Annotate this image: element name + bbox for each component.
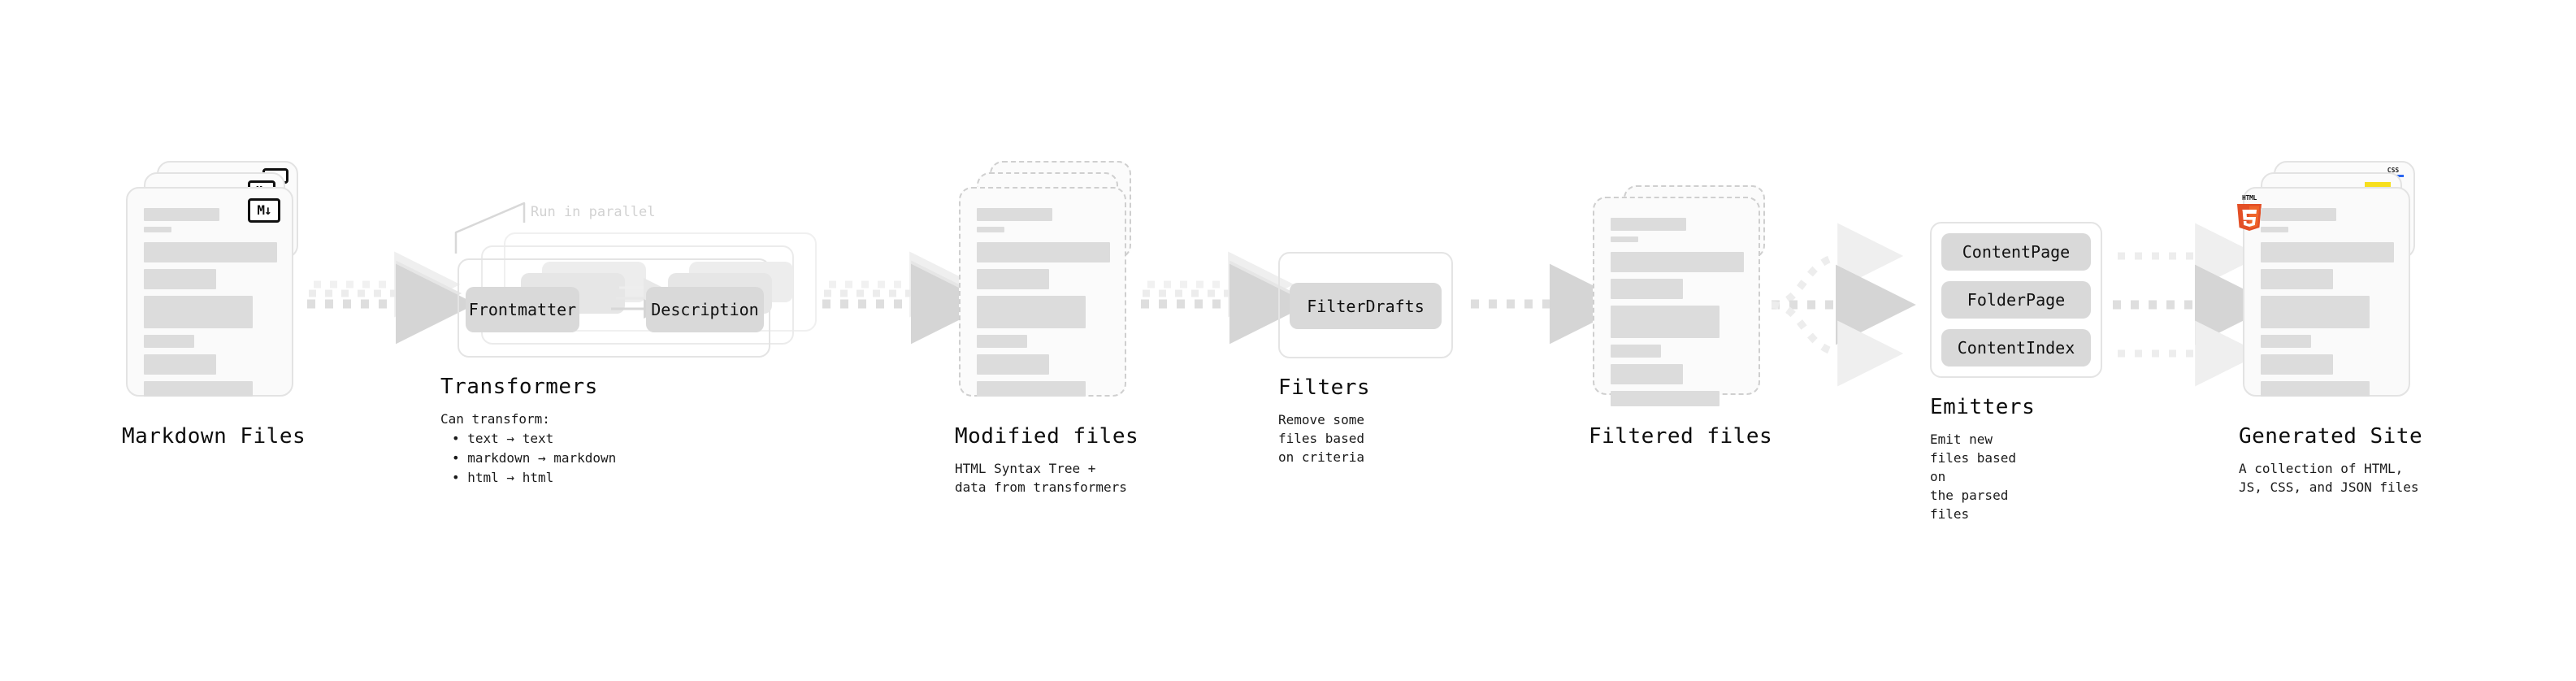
stage-subtitle: Remove some files based on criteria <box>1278 411 1364 465</box>
placeholder-line <box>977 269 1049 289</box>
stage-title: Transformers <box>440 375 598 399</box>
transformer-chip-description[interactable]: Description <box>646 287 764 332</box>
stage-modified-files: Modified files HTML Syntax Tree + data f… <box>955 161 1138 495</box>
placeholder-subheading <box>977 227 1005 232</box>
placeholder-line <box>2261 335 2312 348</box>
markdown-card-stack: M↓ M↓ <box>126 161 298 397</box>
placeholder-heading <box>977 208 1053 221</box>
placeholder-line <box>2261 242 2394 262</box>
html5-icon: HTML <box>2235 195 2264 231</box>
arrow-transformers-to-modified <box>822 251 991 345</box>
generated-caption: Generated Site A collection of HTML, JS,… <box>2239 425 2422 497</box>
arrow-modified-to-filters <box>1141 251 1310 345</box>
placeholder-line <box>977 335 1028 348</box>
placeholder-heading <box>144 208 220 221</box>
stage-title: Generated Site <box>2239 424 2423 449</box>
transformer-chip-frontmatter[interactable]: Frontmatter <box>466 287 579 332</box>
transformers-intro: Can transform: <box>440 410 550 427</box>
placeholder-line <box>977 242 1110 262</box>
placeholder-line <box>144 335 195 348</box>
placeholder-line <box>144 354 216 375</box>
markdown-card-front: M↓ <box>126 187 293 397</box>
placeholder-subheading <box>144 227 172 232</box>
arrow-markdown-to-transformers <box>307 251 476 345</box>
run-in-parallel-brace <box>454 202 526 254</box>
arrow-emitters-to-generated <box>2113 223 2275 387</box>
generated-card-stack: CSS HTML <box>2237 161 2415 397</box>
placeholder-line <box>2261 296 2370 328</box>
placeholder-subheading <box>1611 236 1639 242</box>
stage-markdown-files: M↓ M↓ Markdown Files <box>122 161 306 448</box>
placeholder-line <box>144 242 277 262</box>
stage-filtered-files: Filtered files <box>1589 185 1772 448</box>
modified-card-content <box>977 208 1110 397</box>
html5-icon-label: HTML <box>2241 194 2257 202</box>
filtered-card-front <box>1593 197 1760 406</box>
placeholder-heading <box>2261 208 2337 221</box>
filter-chip-filterdrafts[interactable]: FilterDrafts <box>1290 283 1442 329</box>
filtered-card-content <box>1611 218 1744 406</box>
transformer-rule: • html → html <box>452 469 554 485</box>
stage-title: Emitters <box>1930 395 2036 419</box>
markdown-icon: M↓ <box>248 198 280 223</box>
transformer-inner-arrows <box>611 278 663 319</box>
stage-title: Markdown Files <box>122 424 306 449</box>
stage-title: Filters <box>1278 375 1371 400</box>
placeholder-line <box>977 296 1086 328</box>
placeholder-line <box>1611 279 1683 299</box>
placeholder-line <box>2261 269 2333 289</box>
generated-card-front: HTML <box>2237 187 2410 397</box>
placeholder-line <box>977 381 1086 397</box>
transformers-rules: Can transform: • text → text • markdown … <box>440 410 616 488</box>
stage-title: Filtered files <box>1589 424 1773 449</box>
filters-group <box>1278 252 1453 358</box>
placeholder-line <box>144 269 216 289</box>
placeholder-line <box>1611 345 1662 358</box>
markdown-caption: Markdown Files <box>122 425 306 449</box>
css-icon-label: CSS <box>2387 167 2400 174</box>
placeholder-heading <box>1611 218 1687 231</box>
stage-generated-site: CSS HTML <box>2237 161 2422 495</box>
transformer-rule: • text → text <box>452 430 554 446</box>
filters-caption: Filters Remove some files based on crite… <box>1278 376 1370 466</box>
modified-card-front <box>959 187 1126 397</box>
run-in-parallel-label: Run in parallel <box>531 204 656 220</box>
placeholder-line <box>977 354 1049 375</box>
placeholder-line <box>2261 381 2370 397</box>
stage-subtitle: HTML Syntax Tree + data from transformer… <box>955 460 1127 495</box>
stage-subtitle: A collection of HTML, JS, CSS, and JSON … <box>2239 460 2419 495</box>
filtered-caption: Filtered files <box>1589 425 1772 449</box>
placeholder-line <box>144 381 254 397</box>
arrow-filters-to-filtered <box>1471 263 1630 345</box>
stage-subtitle: Emit new files based on the parsed files <box>1930 431 2016 523</box>
emitters-caption: Emitters Emit new files based on the par… <box>1930 396 2035 524</box>
placeholder-line <box>1611 306 1720 338</box>
transformer-rule: • markdown → markdown <box>452 449 617 466</box>
placeholder-line <box>144 296 254 328</box>
placeholder-subheading <box>2261 227 2289 232</box>
placeholder-line <box>1611 364 1683 384</box>
modified-caption: Modified files HTML Syntax Tree + data f… <box>955 425 1138 497</box>
emitter-chip-contentpage[interactable]: ContentPage <box>1941 233 2091 271</box>
markdown-card-content <box>144 208 277 397</box>
modified-card-stack <box>959 161 1131 397</box>
placeholder-line <box>1611 252 1744 272</box>
emitter-chip-contentindex[interactable]: ContentIndex <box>1941 329 2091 367</box>
emitter-chip-folderpage[interactable]: FolderPage <box>1941 281 2091 319</box>
filtered-card-stack <box>1593 185 1765 406</box>
stage-title: Modified files <box>955 424 1139 449</box>
placeholder-line <box>1611 391 1720 406</box>
emitters-group <box>1930 222 2102 378</box>
generated-card-content <box>2261 208 2394 397</box>
transformers-caption: Transformers Can transform: • text → tex… <box>440 375 616 488</box>
arrow-filtered-to-emitters <box>1771 223 1916 387</box>
placeholder-line <box>2261 354 2333 375</box>
